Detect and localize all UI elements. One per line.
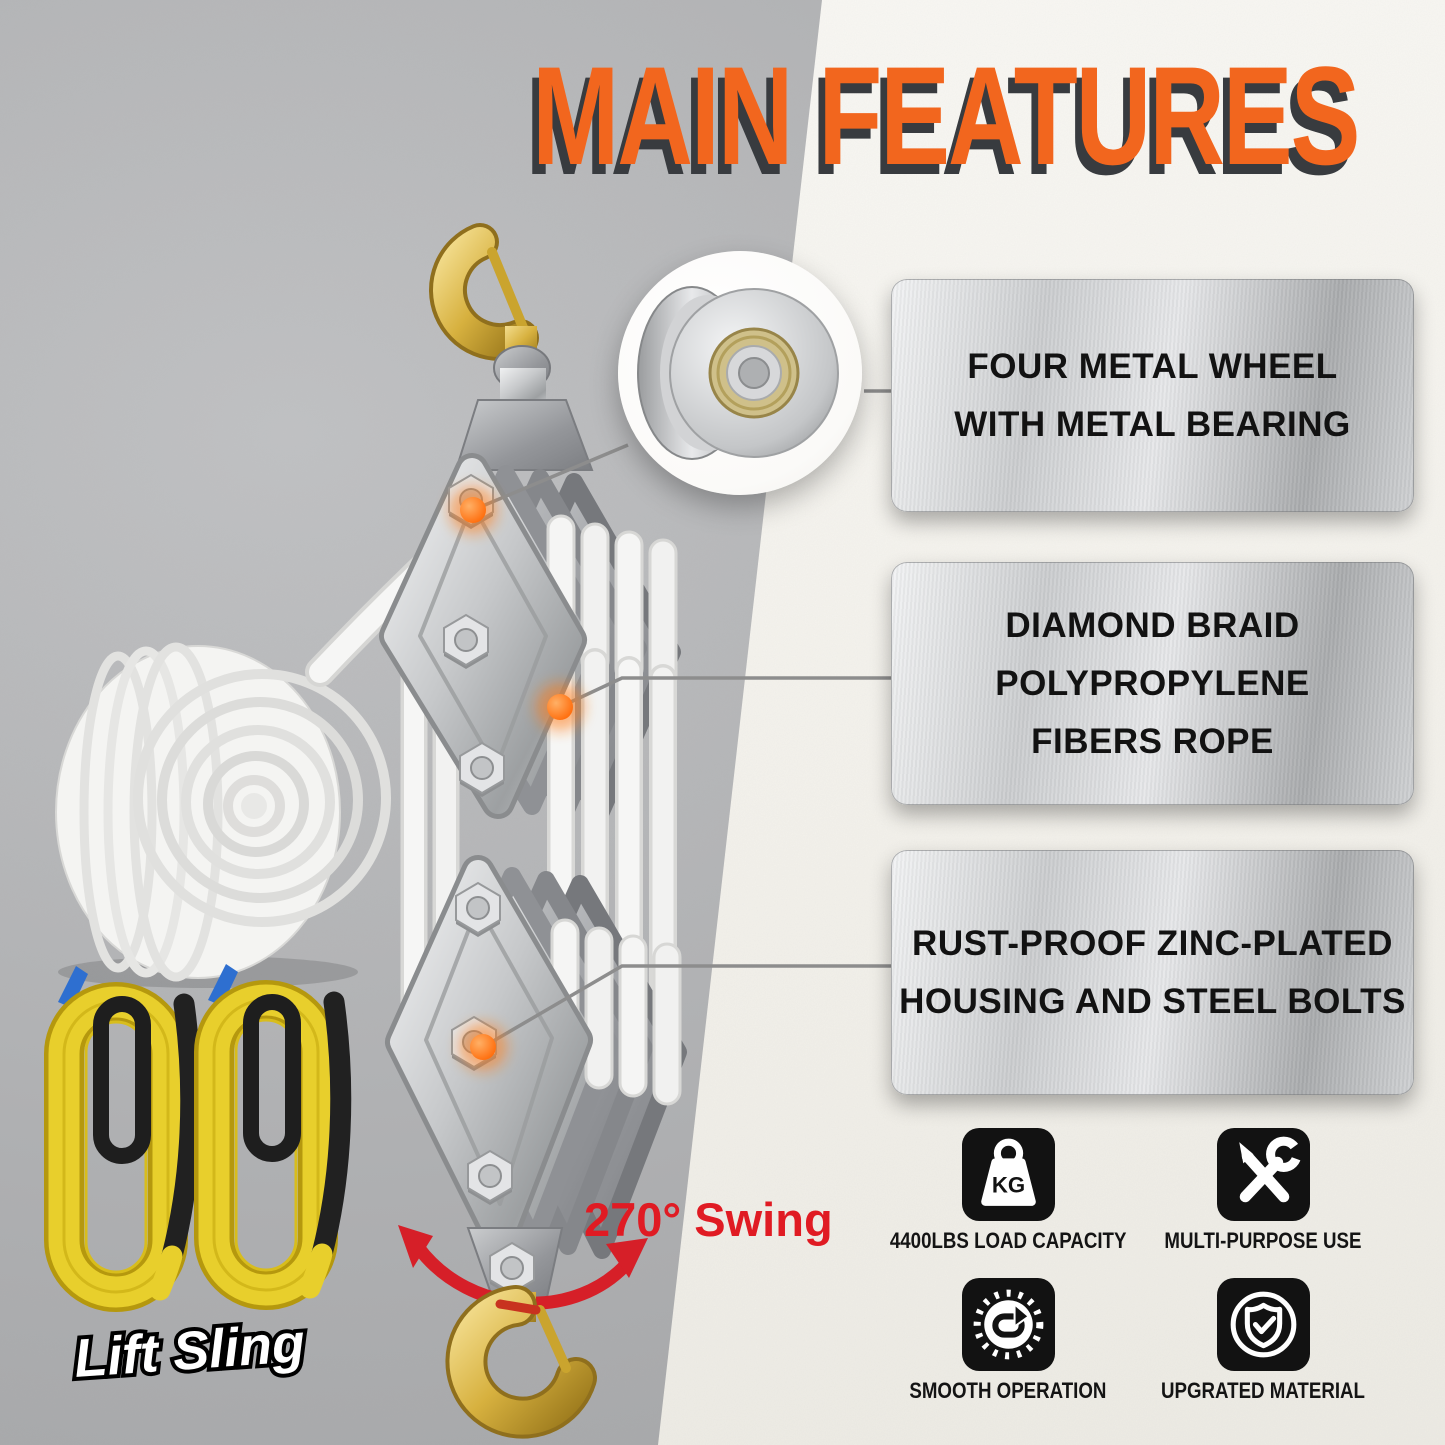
tools-icon (1216, 1128, 1310, 1221)
badge-label: 4400LBS LOAD CAPACITY (889, 1228, 1127, 1253)
page-title: MAIN FEATURES (532, 37, 1361, 194)
weight-kg-icon: KG (961, 1128, 1055, 1221)
bottom-hook-icon (445, 1285, 597, 1439)
rotation-arrow-icon (961, 1278, 1055, 1371)
axle-hole (738, 357, 770, 389)
rope-coil (55, 537, 455, 988)
feature-card-housing: RUST-PROOF ZINC-PLATED HOUSING AND STEEL… (891, 850, 1414, 1095)
pulley-wheel-icon (637, 286, 839, 460)
lift-sling (44, 966, 202, 1312)
callout-dot (449, 486, 497, 534)
feature-card-rope: DIAMOND BRAID POLYPROPYLENE FIBERS ROPE (891, 562, 1414, 805)
badge-label: MULTI-PURPOSE USE (1164, 1228, 1362, 1253)
feature-text-line: FOUR METAL WHEEL (967, 346, 1338, 386)
badge-upgraded-material: UPGRATED MATERIAL (1138, 1278, 1388, 1404)
hook-latch (535, 1305, 571, 1373)
badge-smooth-operation: SMOOTH OPERATION (883, 1278, 1133, 1404)
feature-text-line: POLYPROPYLENE (995, 663, 1310, 703)
feature-text-line: WITH METAL BEARING (954, 404, 1351, 444)
feature-text-line: FIBERS ROPE (1031, 721, 1274, 761)
feature-text-line: HOUSING AND STEEL BOLTS (899, 981, 1406, 1021)
hook-latch (487, 247, 529, 335)
svg-text:KG: KG (991, 1173, 1024, 1198)
feature-text-line: DIAMOND BRAID (1005, 605, 1300, 645)
badge-label: UPGRATED MATERIAL (1161, 1378, 1365, 1403)
badge-label: SMOOTH OPERATION (909, 1378, 1107, 1403)
badge-multi-purpose: MULTI-PURPOSE USE (1138, 1128, 1388, 1254)
callout-dot (459, 1023, 507, 1071)
feature-card-wheels: FOUR METAL WHEEL WITH METAL BEARING (891, 279, 1414, 512)
feature-text-line: RUST-PROOF ZINC-PLATED (912, 923, 1393, 963)
callout-dot (536, 683, 584, 731)
top-hook-icon (429, 223, 539, 361)
wheel-inset-circle (618, 251, 862, 495)
top-swivel (454, 345, 594, 471)
shield-check-icon (1216, 1278, 1310, 1371)
badge-load-capacity: KG 4400LBS LOAD CAPACITY (883, 1128, 1133, 1254)
swing-angle-label: 270° Swing (584, 1193, 833, 1246)
lift-slings (44, 964, 341, 1312)
